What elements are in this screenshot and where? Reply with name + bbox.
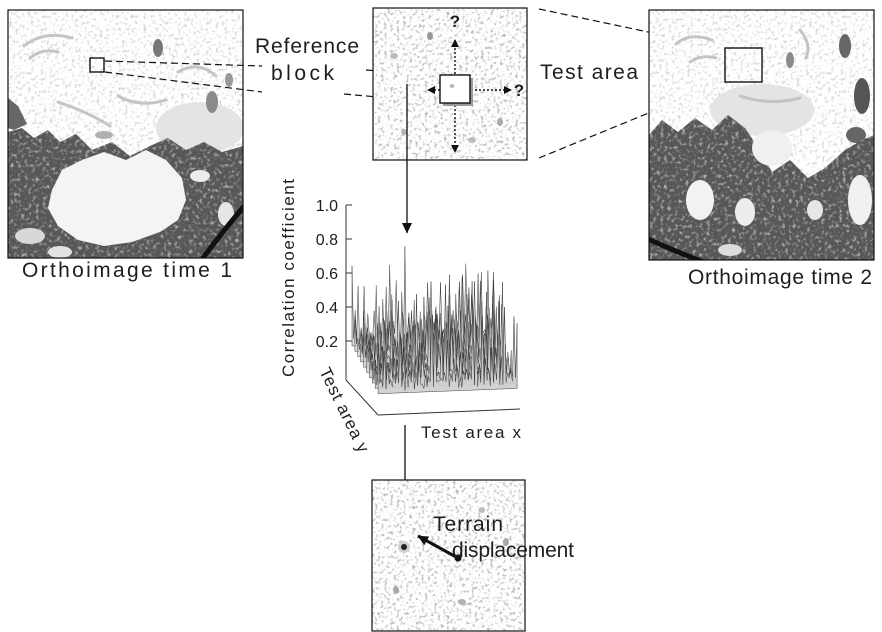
terrain-haze [156,102,243,154]
terrain-label-line2: displacement [452,539,574,562]
y-axis-label: Correlation coefficient [279,179,298,377]
texture-spot [401,129,407,135]
y-tick-label: 0.6 [316,266,338,283]
texture-spot [449,84,455,88]
terrain-light-patch [752,130,792,166]
terrain-streak [116,94,168,105]
test-area-frame [372,7,528,161]
x-axis-line [377,408,521,416]
texture-spot [393,586,399,594]
texture-spot [503,538,509,546]
texture-spot [390,53,398,59]
terrain-spot [846,127,866,143]
displacement-result-image [372,480,525,631]
reference-block [439,74,471,104]
terrain-light-patch [848,175,872,225]
surface-row [377,306,518,394]
test-area-marker [724,47,763,83]
connector-dashed [104,71,263,93]
question-mark-up: ? [450,12,460,31]
displacement-result-frame [371,479,526,632]
terrain-streak [688,55,718,64]
test-area-label: Test area [540,61,638,84]
terrain-streak [22,33,74,48]
terrain-light-patch [735,198,755,226]
y-tick-label: 1.0 [316,198,338,215]
texture-spot [427,32,433,40]
terrain-spot [854,78,870,114]
orthoimage-time-2-caption: Orthoimage time 2 [688,266,872,289]
orthoimage-time-1-frame [7,9,244,259]
correlation-peak-marker [401,544,407,550]
texture-spot [468,137,476,143]
terrain-streak [798,28,810,60]
terrain-light-region [48,150,186,246]
reference-label-line1: Reference [255,35,359,58]
river-line [649,236,706,260]
terrain-spot [153,39,163,57]
terrain-spot [786,52,794,68]
terrain-spot [48,246,72,258]
terrain-light-patch [718,244,742,256]
terrain-label-line1: Terrain [433,513,503,536]
orthoimage-time-2-frame [648,9,875,261]
correlation-plot: Correlation coefficient 1.0 0.8 0.6 0.4 … [279,179,522,456]
texture-spot [479,507,485,513]
terrain-spot [225,73,233,87]
terrain-spot [15,228,45,244]
reference-label-line2: block [271,62,335,85]
terrain-streak [738,94,802,103]
orthoimage-time-1-caption: Orthoimage time 1 [22,259,232,282]
river-line [199,203,243,258]
terrain-spot [190,170,210,182]
terrain-spot [206,91,218,113]
connector-dashed [104,60,263,67]
y-tick-label: 0.4 [316,300,338,317]
reference-block-marker [89,57,105,73]
terrain-dark-patch [8,98,27,130]
terrain-streak [56,100,112,128]
terrain-streak [674,35,714,46]
terrain-spot [95,131,113,139]
terrain-streak [176,65,218,78]
image-grain [372,480,525,631]
y-tick-label: 0.8 [316,232,338,249]
y-tick-label: 0.2 [316,334,338,351]
x-axis-label: Test area x [421,423,522,442]
depth-axis-label: Test area y [315,364,373,455]
texture-spot [497,118,503,126]
terrain-dark-grain [649,115,874,260]
terrain-light-patch [686,180,714,220]
terrain-streak [28,49,60,60]
orthoimage-time-1 [8,10,243,258]
question-mark-right: ? [514,81,524,100]
correlation-surface [351,245,518,394]
texture-spot [458,599,466,605]
orthoimage-time-2 [649,10,874,260]
depth-axis-line [345,379,379,416]
terrain-spot [839,34,851,58]
terrain-light-patch [807,200,823,220]
displacement-arrow [417,534,459,560]
